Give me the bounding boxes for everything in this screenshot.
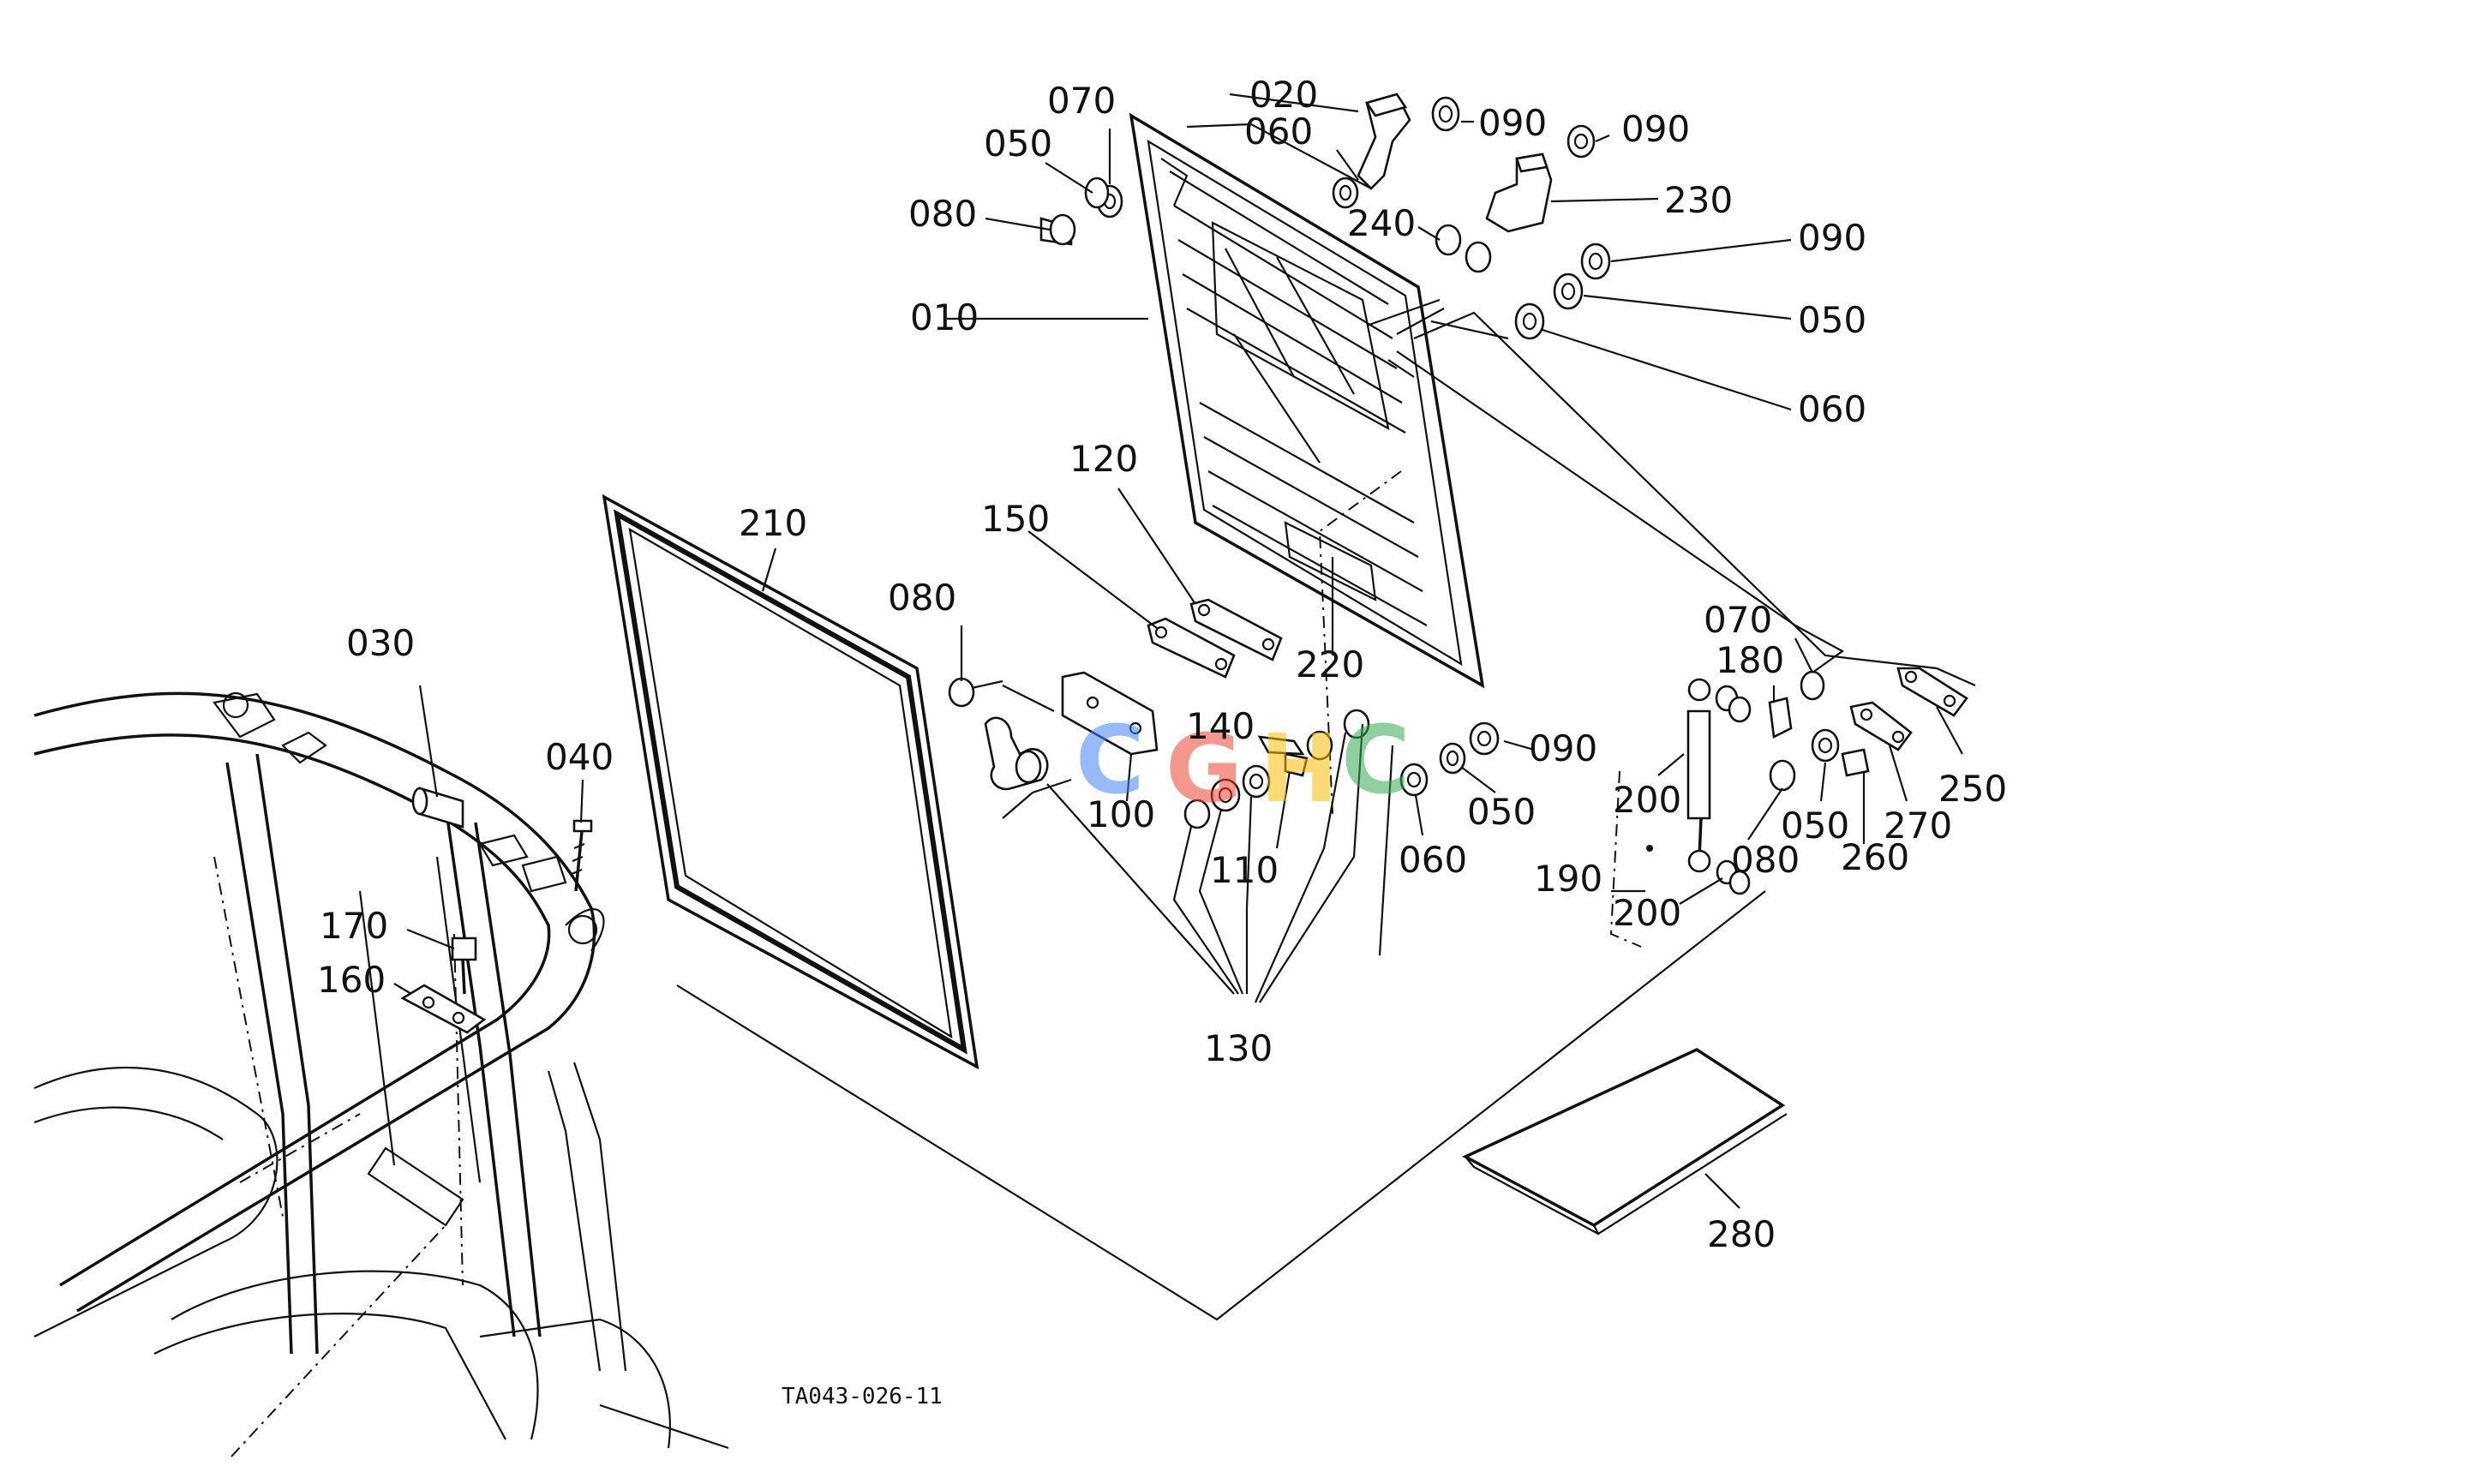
callout-050-right: 050	[1781, 805, 1849, 847]
callout-190: 190	[1534, 858, 1602, 900]
part-160-plate	[400, 984, 487, 1034]
washers-top-left	[1039, 177, 1123, 246]
part-220-label	[1318, 470, 1402, 815]
callout-200-lower: 200	[1613, 892, 1681, 934]
part-270-plate	[1849, 701, 1913, 751]
callout-030: 030	[346, 622, 415, 664]
callout-210: 210	[739, 502, 807, 544]
callout-050-top-left: 050	[984, 123, 1052, 165]
callout-250: 250	[1938, 768, 2007, 810]
washers-top-hardware	[1332, 96, 1611, 340]
callout-050-top-right: 050	[1798, 299, 1866, 341]
callout-010: 010	[910, 296, 979, 338]
part-230-hinge	[1485, 153, 1553, 233]
callout-labels: 010 020 030 040 050 050 050 050 060 060 …	[317, 74, 2007, 1255]
callout-040: 040	[545, 736, 614, 778]
callout-090-top: 090	[1478, 102, 1547, 144]
callout-170: 170	[320, 905, 388, 947]
callout-090-top-right: 090	[1621, 108, 1690, 150]
callout-090-center: 090	[1529, 727, 1597, 769]
washers-center	[1183, 709, 1500, 829]
watermark-letter-1: C	[1075, 705, 1145, 815]
callout-160: 160	[317, 959, 386, 1001]
part-190-gas-strut	[1609, 678, 1711, 948]
callout-280: 280	[1707, 1213, 1776, 1255]
callout-220: 220	[1296, 643, 1364, 685]
watermark-letter-4: C	[1341, 705, 1411, 815]
callout-060-center: 060	[1399, 839, 1467, 881]
callout-150: 150	[981, 498, 1050, 540]
callout-070-top: 070	[1047, 80, 1116, 122]
callout-140: 140	[1186, 705, 1255, 747]
callout-270: 270	[1884, 805, 1952, 847]
part-280-manual	[1462, 1048, 1788, 1236]
part-150-stay	[1147, 617, 1236, 679]
callout-020: 020	[1249, 74, 1318, 116]
callout-100: 100	[1087, 793, 1155, 835]
callout-130: 130	[1204, 1027, 1273, 1069]
callout-240: 240	[1347, 202, 1416, 244]
watermark-letter-3: H	[1260, 714, 1339, 823]
part-020-hinge	[1357, 93, 1411, 190]
callout-060-top-right: 060	[1798, 388, 1866, 430]
callout-080-right: 080	[1731, 839, 1800, 881]
callout-070-right: 070	[1704, 599, 1772, 641]
callout-060-top: 060	[1244, 111, 1313, 153]
part-120-stay	[1189, 598, 1283, 661]
callout-110: 110	[1210, 849, 1279, 891]
part-080-screw-latch	[948, 677, 1003, 708]
callout-120: 120	[1069, 438, 1138, 480]
part-140-pin	[1257, 735, 1309, 777]
part-210-gasket	[602, 494, 979, 1070]
part-170-bolt	[451, 936, 477, 995]
callout-080-top: 080	[908, 193, 977, 235]
part-100-latch	[1061, 671, 1159, 756]
callout-080-center: 080	[888, 577, 956, 619]
part-180-bracket	[1768, 697, 1793, 739]
part-030-pin	[411, 787, 464, 829]
watermark-logo: C G H C	[1075, 705, 1411, 823]
diagram-code: TA043-026-11	[782, 1384, 943, 1409]
callout-200-upper: 200	[1613, 779, 1681, 821]
knob-handle	[984, 716, 1049, 791]
callout-180: 180	[1716, 639, 1784, 681]
leader-lines	[393, 93, 1963, 1209]
callout-260: 260	[1841, 836, 1909, 878]
part-040-screw	[571, 819, 593, 892]
assembly-lines	[676, 123, 1976, 1321]
callout-090-right: 090	[1798, 217, 1866, 259]
part-010-window	[1129, 112, 1485, 689]
cab-frame	[33, 691, 729, 1457]
watermark-letter-2: G	[1165, 714, 1243, 823]
part-250-plate	[1896, 667, 1968, 717]
callout-050-center: 050	[1467, 791, 1536, 833]
callout-230: 230	[1664, 179, 1733, 221]
